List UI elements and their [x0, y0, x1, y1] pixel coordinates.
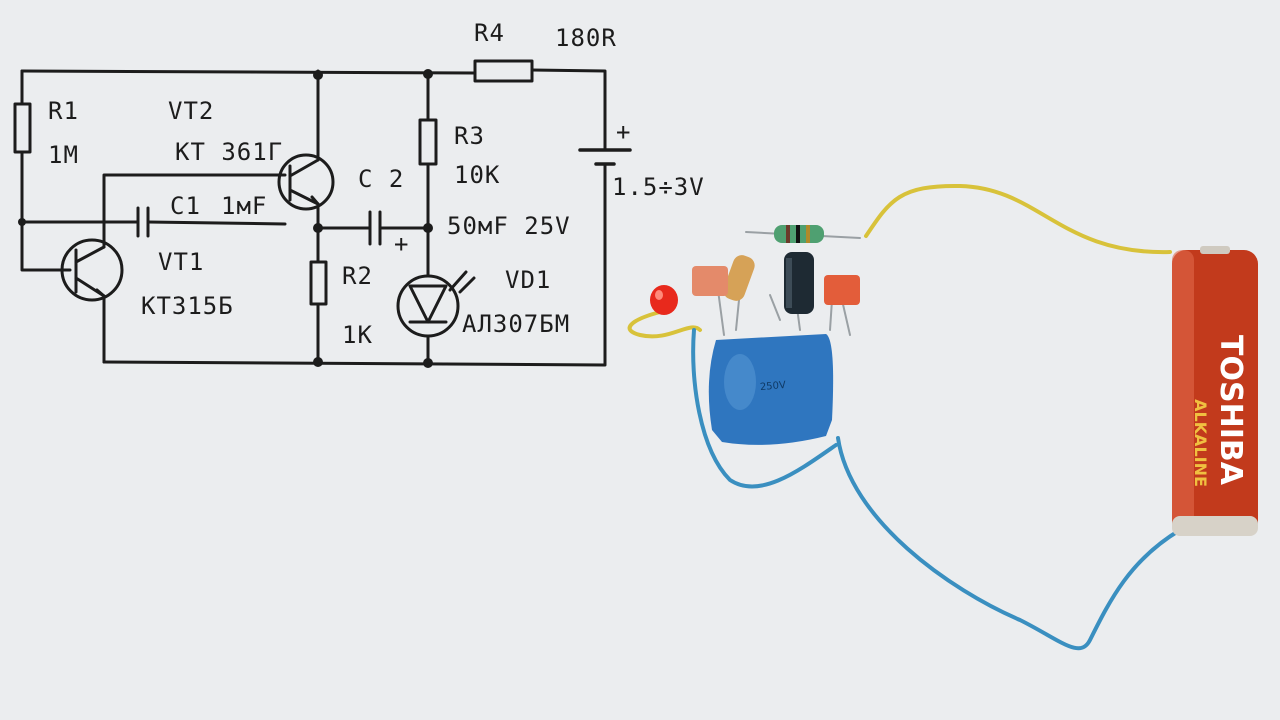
battery-brand: TOSHIBA — [1213, 335, 1248, 485]
red-led — [650, 285, 678, 315]
c2-value: 50мF 25V — [447, 212, 571, 240]
c1-label: C1 — [170, 192, 201, 220]
battery-type: ALKALINE — [1191, 399, 1210, 487]
tan-resistor — [723, 255, 755, 301]
vt1-label: VT1 — [158, 248, 205, 276]
battery-voltage: 1.5÷3V — [612, 173, 705, 201]
vt2-label: VT2 — [168, 97, 215, 125]
orange-capacitor-left — [692, 266, 728, 296]
r2-label: R2 — [342, 262, 373, 290]
c2-label: C 2 — [358, 165, 405, 193]
battery-polarity: + — [616, 118, 632, 146]
r1-label: R1 — [48, 97, 79, 125]
vt2-type: KT 361Г — [175, 138, 284, 166]
vd1-label: VD1 — [505, 266, 552, 294]
r3-value: 10K — [454, 161, 501, 189]
r4-resistor — [473, 59, 534, 83]
r4-value: 180R — [555, 24, 617, 52]
vd1-type: АЛ307БМ — [462, 310, 571, 338]
c2-polarity: + — [394, 230, 410, 258]
r3-label: R3 — [454, 122, 485, 150]
vt2-transistor — [277, 153, 335, 211]
c1-value: 1мF — [221, 192, 268, 220]
orange-capacitor-right — [824, 275, 860, 305]
r1-value: 1M — [48, 141, 79, 169]
r4-label: R4 — [474, 19, 505, 47]
vt1-type: KT315Б — [141, 292, 234, 320]
r2-value: 1K — [342, 321, 373, 349]
vt1-transistor — [60, 238, 124, 302]
